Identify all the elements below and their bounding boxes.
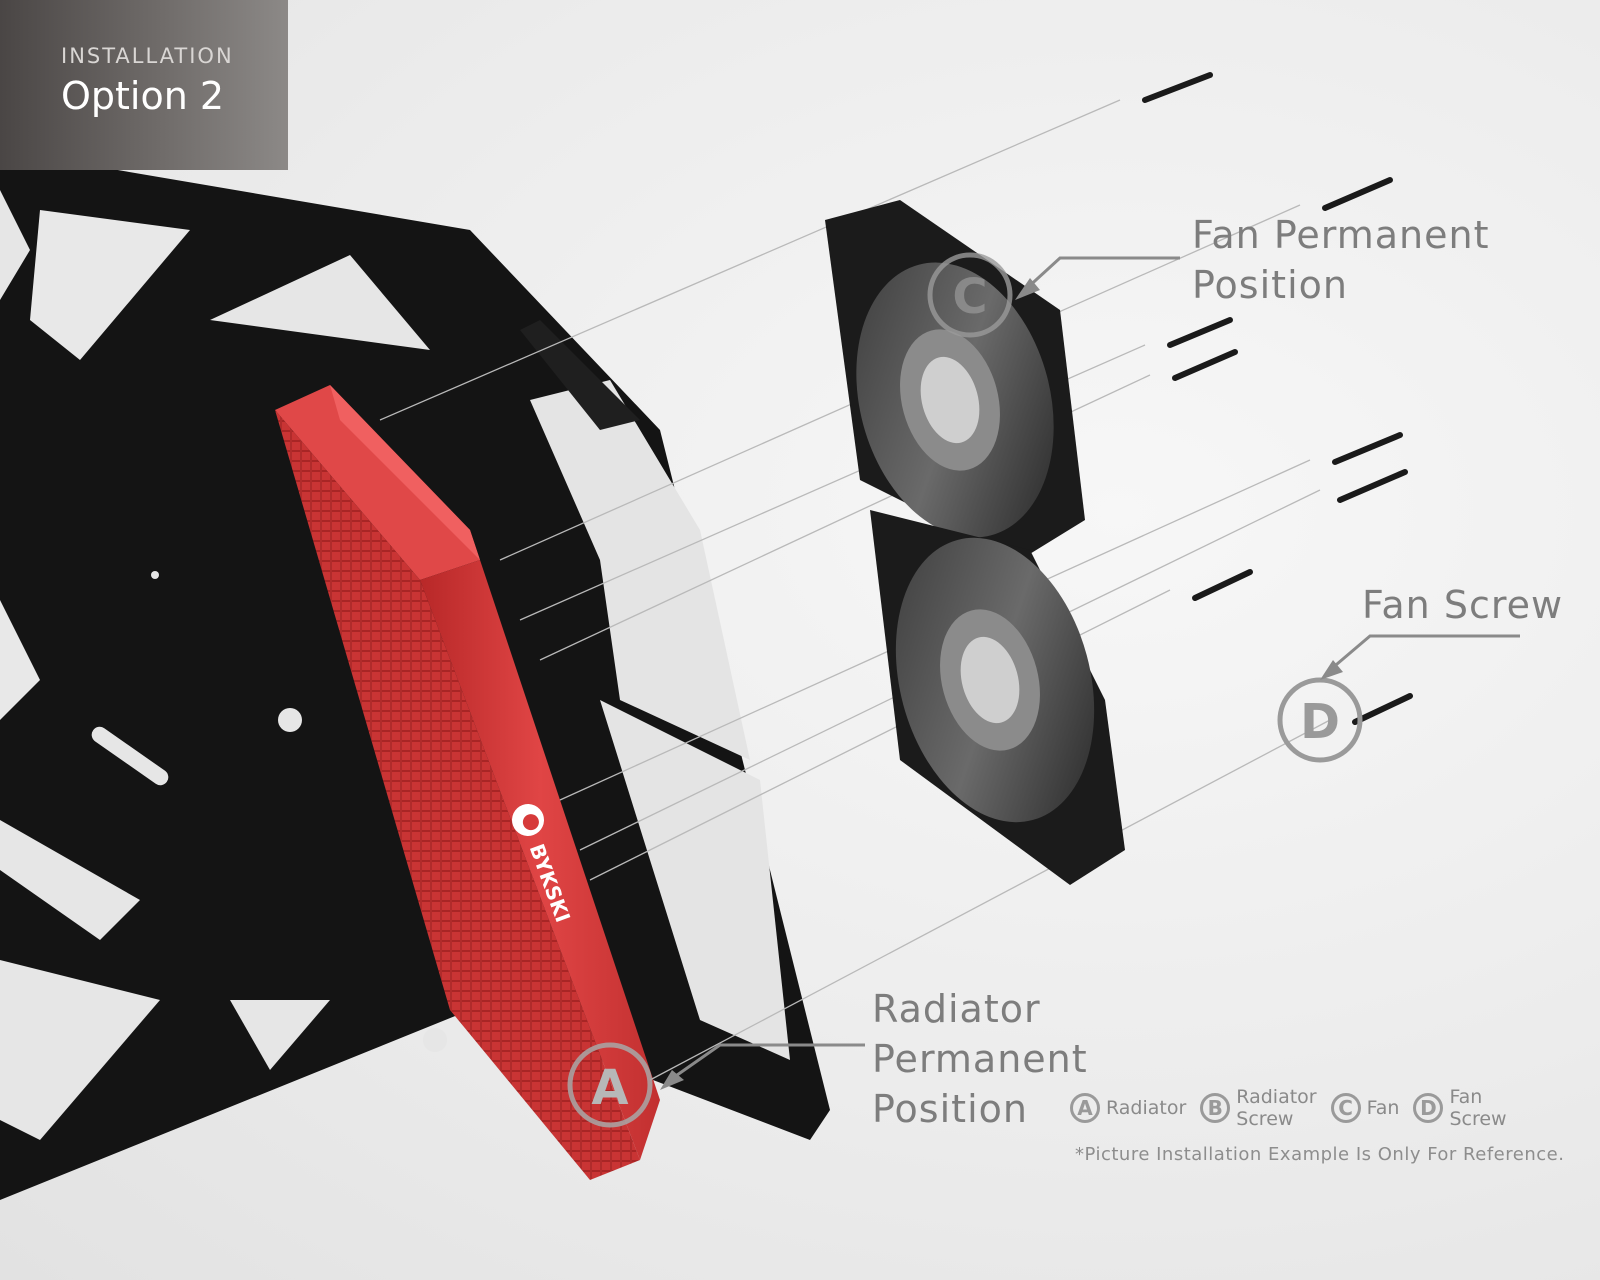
callout-line: Fan Screw [1362, 583, 1564, 627]
legend-letter: B [1200, 1093, 1231, 1123]
callout-line: Fan Permanent [1192, 213, 1490, 257]
panel-cutout [0, 190, 30, 300]
legend: A Radiator B Radiator Screw C Fan D Fan … [1070, 1080, 1507, 1136]
screw [1352, 693, 1413, 725]
screw [1142, 72, 1213, 103]
legend-label: Radiator [1106, 1097, 1187, 1119]
installation-badge: INSTALLATION Option 2 [0, 0, 288, 170]
legend-letter: C [1330, 1093, 1361, 1123]
marker-a-letter: A [591, 1060, 628, 1116]
panel-cutout [0, 820, 140, 940]
callout-line: Position [1192, 263, 1348, 307]
marker-a: A [567, 1042, 653, 1128]
panel-cutout [0, 960, 160, 1140]
legend-letter: A [1070, 1093, 1100, 1123]
callout-fan-permanent: Fan Permanent Position [1192, 210, 1489, 310]
panel-hole [423, 1028, 447, 1052]
badge-subtitle: INSTALLATION [61, 44, 234, 68]
legend-label: Fan [1366, 1097, 1400, 1119]
radiator [275, 385, 660, 1180]
screw [1337, 469, 1408, 503]
legend-item-fan-screw: D Fan Screw [1413, 1086, 1507, 1130]
panel-cutout [30, 210, 190, 360]
marker-d-letter: D [1300, 694, 1340, 750]
fan-bottom [870, 510, 1125, 885]
screw [1322, 177, 1393, 211]
legend-letter: D [1413, 1093, 1444, 1123]
legend-item-radiator: A Radiator [1070, 1093, 1186, 1123]
legend-item-radiator-screw: B Radiator Screw [1200, 1086, 1317, 1130]
callout-radiator-permanent: Radiator Permanent Position [872, 984, 1088, 1134]
fan-assembly [825, 200, 1125, 885]
screw [1192, 569, 1253, 601]
panel-cutout [230, 1000, 330, 1070]
badge-title: Option 2 [61, 74, 225, 118]
panel-hole [151, 571, 159, 579]
screw [1332, 432, 1403, 465]
marker-c-letter: C [952, 269, 987, 325]
panel-cutout [210, 255, 430, 350]
callout-line: Radiator [872, 987, 1041, 1031]
panel-cutout [0, 600, 40, 720]
callout-leaders [669, 256, 1520, 1082]
callout-line: Permanent [872, 1037, 1088, 1081]
marker-d: D [1277, 677, 1363, 763]
callout-arrowheads [660, 278, 1343, 1090]
callout-fan-screw: Fan Screw [1362, 580, 1563, 630]
screw [1172, 349, 1238, 381]
callout-line: Position [872, 1087, 1028, 1131]
legend-label: Radiator Screw [1236, 1086, 1317, 1130]
reference-note: *Picture Installation Example Is Only Fo… [1075, 1144, 1565, 1165]
marker-c: C [927, 252, 1013, 338]
screw [1167, 317, 1233, 348]
fan-screws [1142, 72, 1413, 725]
panel-cutout [530, 380, 750, 760]
legend-item-fan: C Fan [1330, 1093, 1400, 1123]
panel-hole [278, 708, 302, 732]
fan-top [825, 200, 1085, 560]
panel-cutout [600, 700, 790, 1060]
legend-label: Fan Screw [1449, 1086, 1507, 1130]
panel-slot [91, 726, 169, 786]
